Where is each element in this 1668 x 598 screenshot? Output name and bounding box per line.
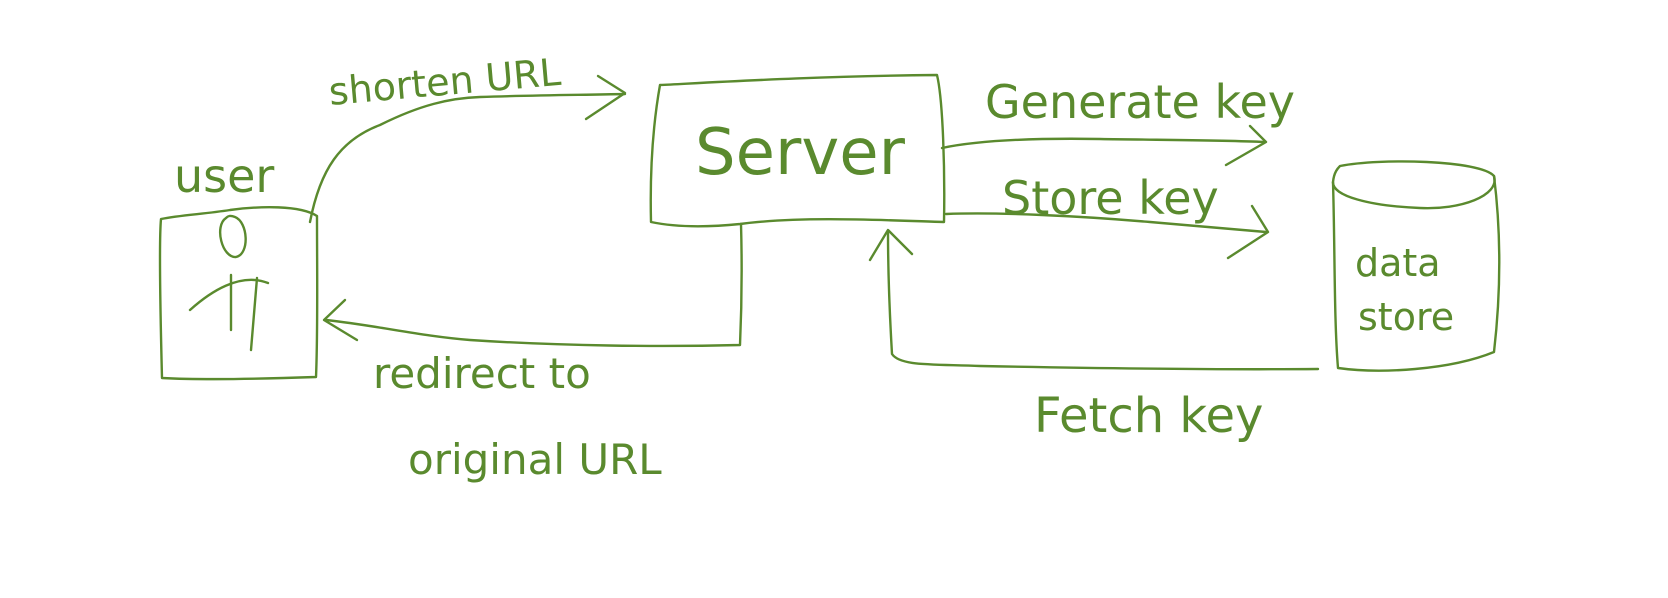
data-store-body [1331,174,1501,372]
edge-fetch-key: Fetch key [868,228,1320,444]
data-store-node: data store [1331,160,1501,372]
redirect-line [324,222,743,348]
generate-key-line [940,137,1267,150]
data-store-label-line2: store [1358,295,1454,339]
data-store-top-ellipse [1331,160,1496,210]
generate-key-label: Generate key [985,75,1295,129]
redirect-arrowhead [322,298,359,342]
server-box [649,73,946,228]
store-key-line [944,212,1268,234]
shorten-url-label: shorten URL [327,50,563,114]
store-key-label: Store key [1002,171,1219,225]
store-key-arrowhead [1226,204,1270,260]
data-store-label-line1: data [1355,241,1441,285]
server-node: Server [649,73,946,228]
user-node: user [158,149,319,381]
shorten-url-line [308,92,627,224]
user-box [158,206,319,381]
fetch-key-line [886,230,1320,371]
edge-shorten-url: shorten URL [308,50,627,224]
user-label: user [174,149,274,203]
fetch-key-label: Fetch key [1034,388,1263,444]
edge-generate-key: Generate key [940,75,1295,167]
shorten-url-arrowhead [584,74,627,121]
redirect-label-line1: redirect to [373,349,591,398]
server-label: Server [695,116,906,190]
edge-redirect: redirect to original URL [322,222,743,484]
redirect-label-line2: original URL [408,435,662,484]
edge-store-key: Store key [944,171,1270,260]
fetch-key-arrowhead [868,228,914,262]
person-icon [188,214,270,352]
generate-key-arrowhead [1224,124,1268,167]
